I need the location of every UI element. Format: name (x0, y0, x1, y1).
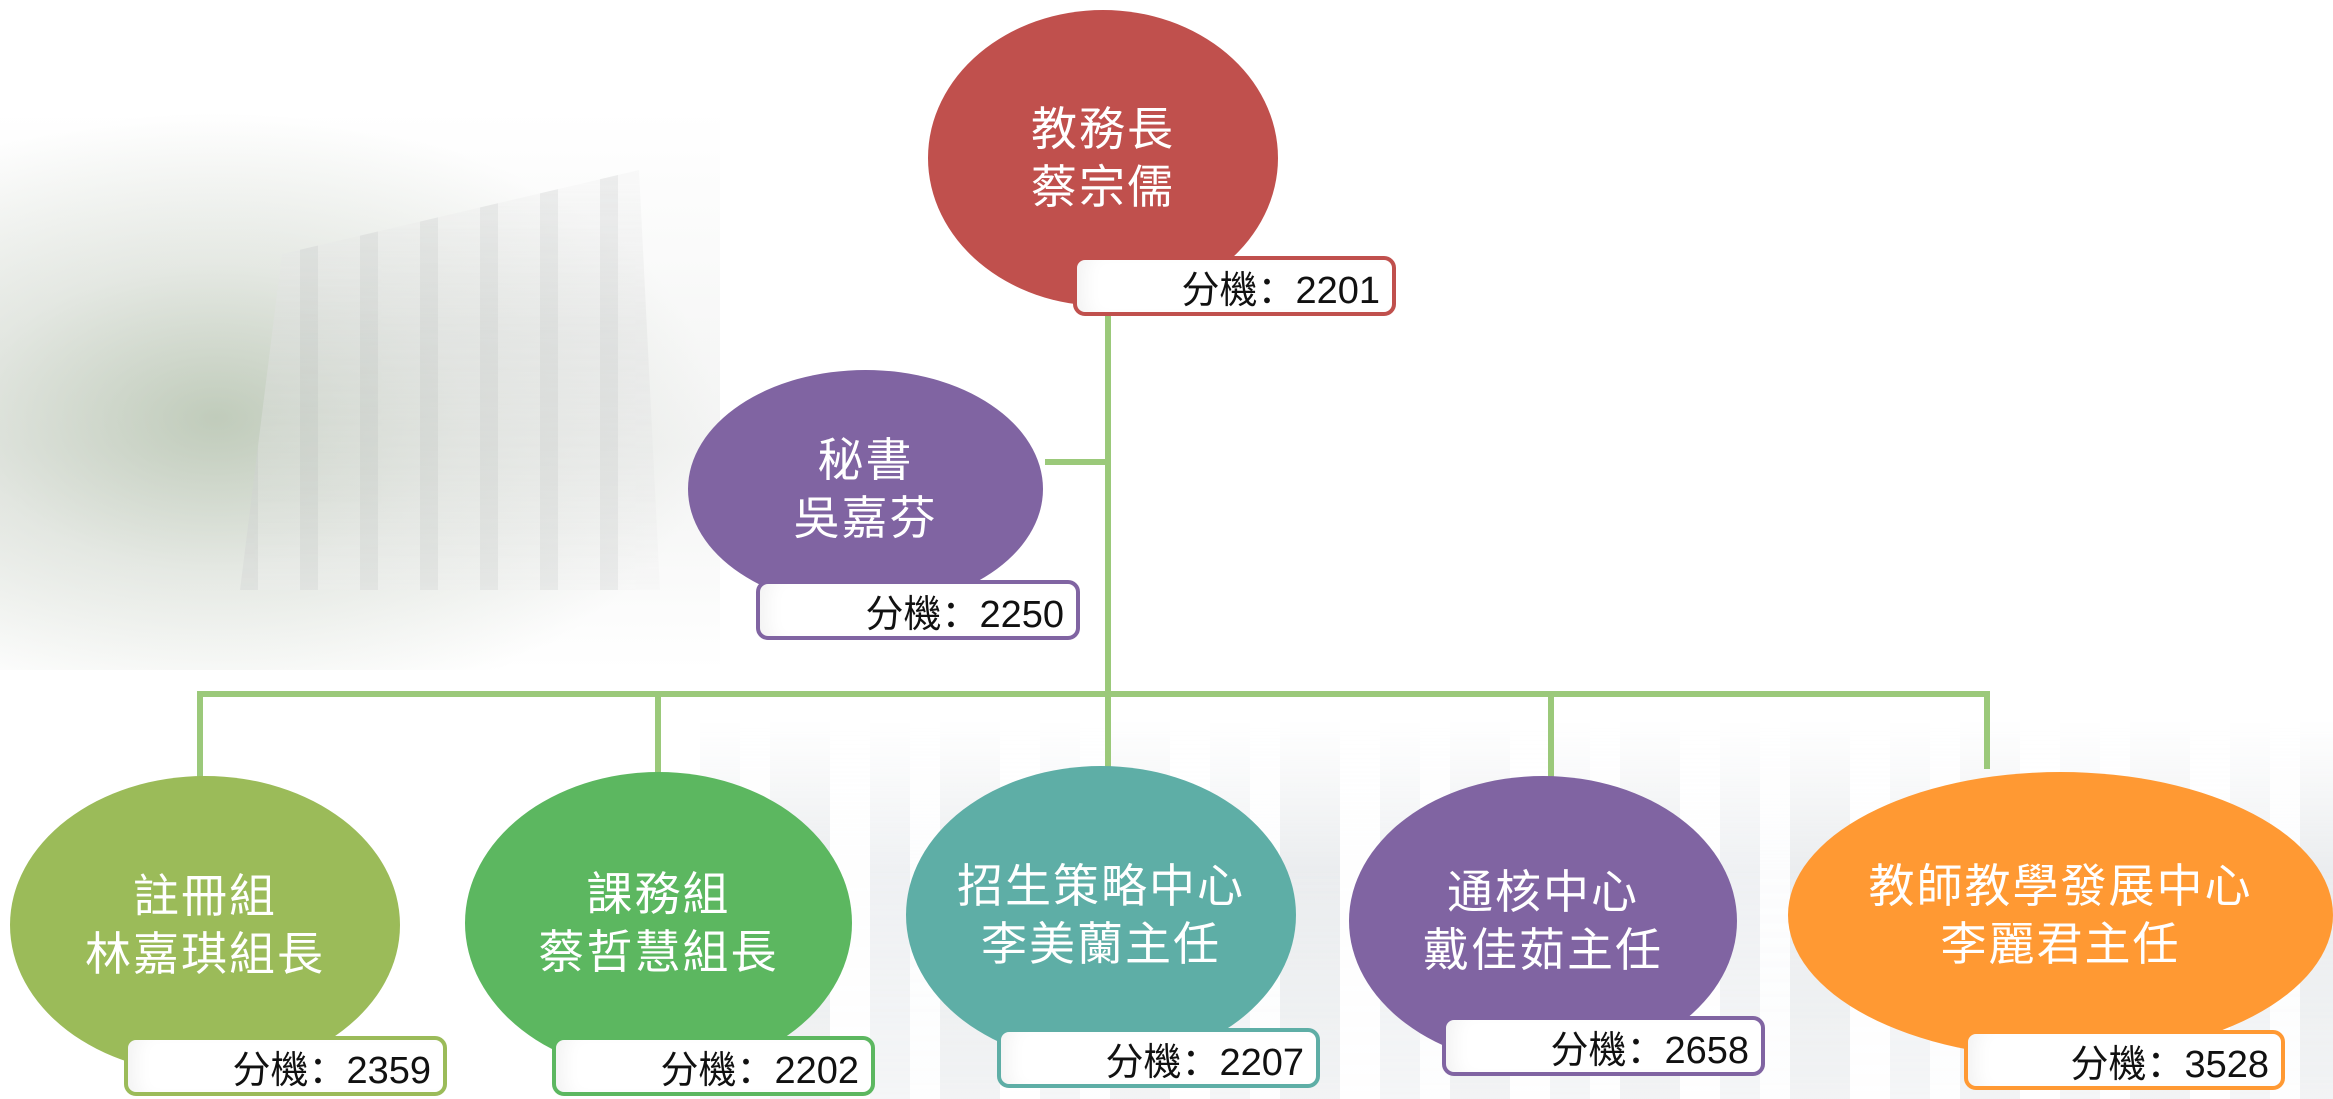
ext-general-ed: 分機：2658 (1442, 1016, 1765, 1076)
ext-teacher-dev: 分機：3528 (1964, 1030, 2285, 1090)
node-dean-name: 蔡宗儒 (1031, 160, 1175, 214)
node-curriculum-name: 蔡哲慧組長 (538, 925, 779, 979)
node-general-ed-name: 戴佳茹主任 (1423, 923, 1663, 977)
node-curriculum: 課務組 蔡哲慧組長 (465, 772, 852, 1074)
node-teacher-dev-name: 李麗君主任 (1940, 917, 2181, 971)
node-secretary-name: 吳嘉芬 (793, 491, 938, 545)
node-secretary-title: 秘書 (817, 433, 914, 487)
node-curriculum-title: 課務組 (586, 867, 731, 921)
node-registry-title: 註冊組 (133, 869, 277, 923)
node-general-ed-title: 通核中心 (1447, 865, 1639, 919)
ext-admissions: 分機：2207 (997, 1028, 1320, 1088)
node-secretary: 秘書 吳嘉芬 (688, 370, 1043, 608)
ext-registry: 分機：2359 (124, 1036, 447, 1096)
ext-secretary: 分機：2250 (756, 580, 1080, 640)
ext-curriculum: 分機：2202 (552, 1036, 875, 1096)
node-teacher-dev: 教師教學發展中心 李麗君主任 (1788, 772, 2333, 1058)
node-dean-title: 教務長 (1031, 102, 1175, 156)
node-admissions: 招生策略中心 李美蘭主任 (906, 766, 1296, 1064)
node-teacher-dev-title: 教師教學發展中心 (1868, 859, 2253, 913)
ext-dean: 分機：2201 (1073, 256, 1396, 316)
node-registry: 註冊組 林嘉琪組長 (10, 776, 400, 1074)
node-admissions-title: 招生策略中心 (957, 859, 1245, 913)
node-registry-name: 林嘉琪組長 (85, 927, 325, 981)
node-admissions-name: 李美蘭主任 (981, 917, 1221, 971)
